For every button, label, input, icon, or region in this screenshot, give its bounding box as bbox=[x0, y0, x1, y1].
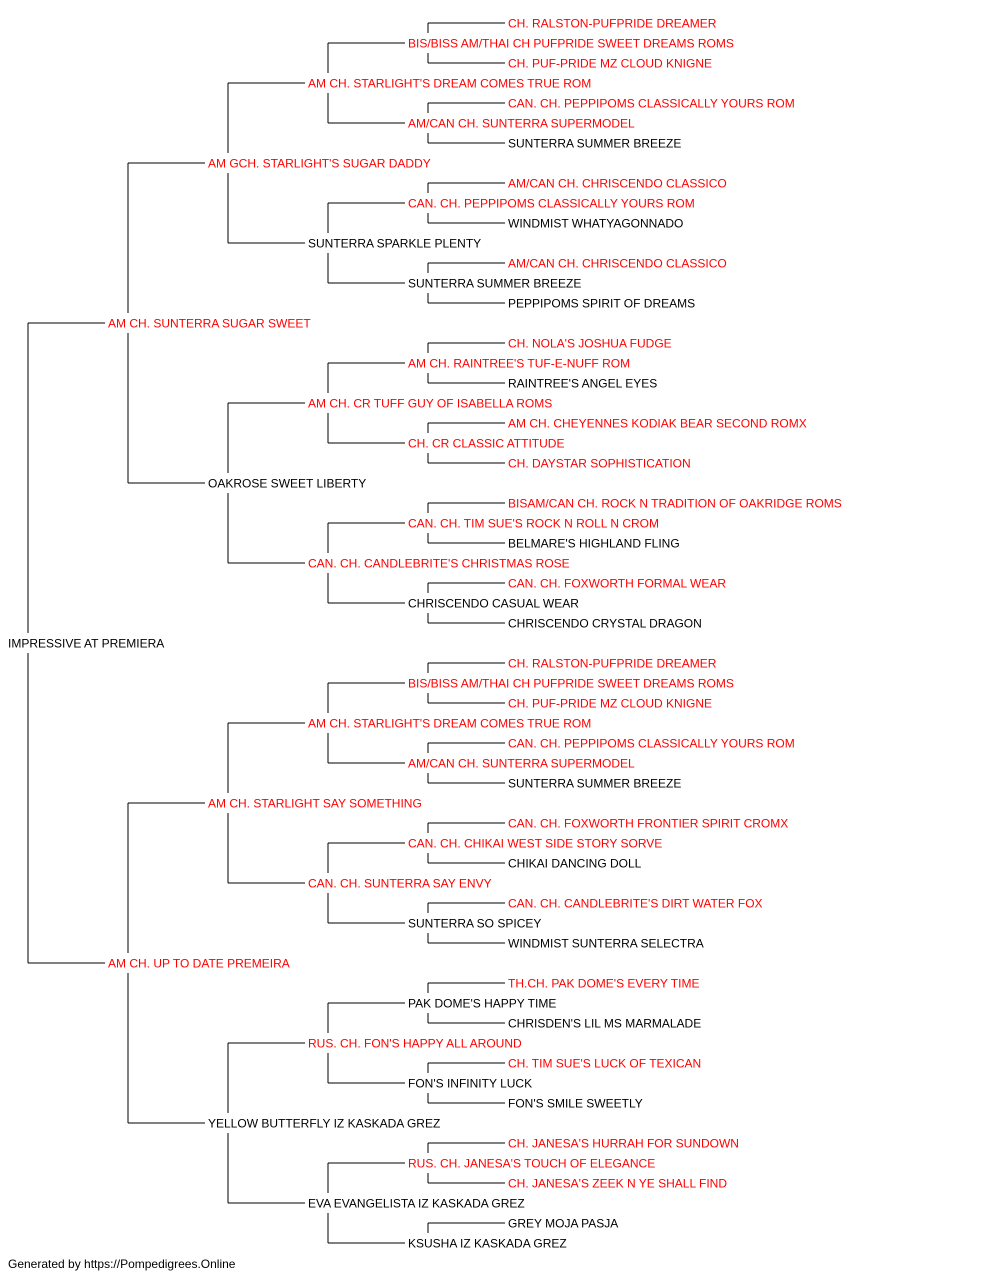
dog-name-pedigree-dam-sire-sire-dam: AM/CAN CH. SUNTERRA SUPERMODEL bbox=[408, 757, 635, 771]
dog-name-pedigree-sire-sire-sire-dam-sire: CAN. CH. PEPPIPOMS CLASSICALLY YOURS ROM bbox=[508, 97, 795, 111]
dog-name-pedigree-dam-dam: YELLOW BUTTERFLY IZ KASKADA GREZ bbox=[208, 1117, 440, 1131]
dog-name-pedigree-sire-sire-dam-sire-dam: WINDMIST WHATYAGONNADO bbox=[508, 217, 683, 231]
dog-name-pedigree-sire-dam-dam-sire-sire: BISAM/CAN CH. ROCK N TRADITION OF OAKRID… bbox=[508, 497, 842, 511]
pedigree-tree: IMPRESSIVE AT PREMIERA AM CH. SUNTERRA SU… bbox=[8, 17, 842, 1251]
dog-name-pedigree-dam-sire-sire: AM CH. STARLIGHT'S DREAM COMES TRUE ROM bbox=[308, 717, 591, 731]
dog-name-pedigree-dam-sire-dam-dam-dam: WINDMIST SUNTERRA SELECTRA bbox=[508, 937, 704, 951]
dog-name-pedigree-dam-dam-dam-sire-sire: CH. JANESA'S HURRAH FOR SUNDOWN bbox=[508, 1137, 739, 1151]
dog-name-pedigree-sire: AM CH. SUNTERRA SUGAR SWEET bbox=[108, 317, 311, 331]
dog-name-pedigree-sire-sire: AM GCH. STARLIGHT'S SUGAR DADDY bbox=[208, 157, 431, 171]
dog-name-pedigree-dam-sire-dam-dam-sire: CAN. CH. CANDLEBRITE'S DIRT WATER FOX bbox=[508, 897, 763, 911]
dog-name-pedigree-sire-dam-dam-dam-dam: CHRISCENDO CRYSTAL DRAGON bbox=[508, 617, 702, 631]
dog-name-pedigree-sire-dam-sire-dam-sire: AM CH. CHEYENNES KODIAK BEAR SECOND ROMX bbox=[508, 417, 807, 431]
dog-name-pedigree-dam: AM CH. UP TO DATE PREMEIRA bbox=[108, 957, 290, 971]
dog-name-pedigree-sire-sire-sire-sire-dam: CH. PUF-PRIDE MZ CLOUD KNIGNE bbox=[508, 57, 712, 71]
dog-name-pedigree-sire-dam-dam-dam-sire: CAN. CH. FOXWORTH FORMAL WEAR bbox=[508, 577, 726, 591]
dog-name-pedigree-dam-sire: AM CH. STARLIGHT SAY SOMETHING bbox=[208, 797, 422, 811]
dog-name-pedigree-dam-dam-sire-sire: PAK DOME'S HAPPY TIME bbox=[408, 997, 556, 1011]
dog-name-pedigree-dam-sire-dam-sire-dam: CHIKAI DANCING DOLL bbox=[508, 857, 642, 871]
dog-name-pedigree-dam-sire-dam: CAN. CH. SUNTERRA SAY ENVY bbox=[308, 877, 492, 891]
dog-name-pedigree-dam-sire-dam-dam: SUNTERRA SO SPICEY bbox=[408, 917, 541, 931]
dog-name-pedigree-sire-sire-sire-dam: AM/CAN CH. SUNTERRA SUPERMODEL bbox=[408, 117, 635, 131]
dog-name-pedigree-sire-dam-sire-sire: AM CH. RAINTREE'S TUF-E-NUFF ROM bbox=[408, 357, 630, 371]
dog-name-pedigree-sire-sire-sire-sire: BIS/BISS AM/THAI CH PUFPRIDE SWEET DREAM… bbox=[408, 37, 734, 51]
dog-name-pedigree-dam-dam-dam-dam-sire: GREY MOJA PASJA bbox=[508, 1217, 618, 1231]
dog-name-pedigree-dam-sire-sire-dam-sire: CAN. CH. PEPPIPOMS CLASSICALLY YOURS ROM bbox=[508, 737, 795, 751]
dog-name-pedigree-sire-sire-dam-dam-sire: AM/CAN CH. CHRISCENDO CLASSICO bbox=[508, 257, 727, 271]
dog-name-pedigree-sire-sire-dam: SUNTERRA SPARKLE PLENTY bbox=[308, 237, 481, 251]
dog-name-pedigree-sire-dam-dam-sire: CAN. CH. TIM SUE'S ROCK N ROLL N CROM bbox=[408, 517, 659, 531]
dog-name-pedigree-sire-sire-sire-sire-sire: CH. RALSTON-PUFPRIDE DREAMER bbox=[508, 17, 717, 31]
dog-name-pedigree-dam-dam-dam: EVA EVANGELISTA IZ KASKADA GREZ bbox=[308, 1197, 525, 1211]
dog-name-pedigree-dam-dam-sire-dam: FON'S INFINITY LUCK bbox=[408, 1077, 532, 1091]
dog-name-pedigree-dam-sire-sire-sire-sire: CH. RALSTON-PUFPRIDE DREAMER bbox=[508, 657, 717, 671]
dog-name-pedigree-dam-sire-sire-sire: BIS/BISS AM/THAI CH PUFPRIDE SWEET DREAM… bbox=[408, 677, 734, 691]
dog-name-pedigree-dam-dam-dam-dam: KSUSHA IZ KASKADA GREZ bbox=[408, 1237, 567, 1251]
dog-name-pedigree-dam-dam-dam-sire-dam: CH. JANESA'S ZEEK N YE SHALL FIND bbox=[508, 1177, 727, 1191]
dog-name-pedigree-dam-sire-sire-dam-dam: SUNTERRA SUMMER BREEZE bbox=[508, 777, 681, 791]
dog-name-pedigree-sire-dam-dam-sire-dam: BELMARE'S HIGHLAND FLING bbox=[508, 537, 680, 551]
dog-name-pedigree-sire-dam-sire: AM CH. CR TUFF GUY OF ISABELLA ROMS bbox=[308, 397, 552, 411]
dog-name-pedigree-dam-sire-sire-sire-dam: CH. PUF-PRIDE MZ CLOUD KNIGNE bbox=[508, 697, 712, 711]
dog-name-subject: IMPRESSIVE AT PREMIERA bbox=[8, 637, 164, 651]
dog-name-pedigree-sire-sire-dam-dam: SUNTERRA SUMMER BREEZE bbox=[408, 277, 581, 291]
dog-name-pedigree-sire-sire-sire-dam-dam: SUNTERRA SUMMER BREEZE bbox=[508, 137, 681, 151]
dog-name-pedigree-dam-dam-sire-dam-sire: CH. TIM SUE'S LUCK OF TEXICAN bbox=[508, 1057, 701, 1071]
dog-name-pedigree-dam-sire-dam-sire: CAN. CH. CHIKAI WEST SIDE STORY SORVE bbox=[408, 837, 662, 851]
dog-name-pedigree-dam-dam-sire-sire-sire: TH.CH. PAK DOME'S EVERY TIME bbox=[508, 977, 699, 991]
dog-name-pedigree-sire-dam-dam-dam: CHRISCENDO CASUAL WEAR bbox=[408, 597, 579, 611]
dog-name-pedigree-sire-sire-sire: AM CH. STARLIGHT'S DREAM COMES TRUE ROM bbox=[308, 77, 591, 91]
dog-name-pedigree-dam-dam-sire-sire-dam: CHRISDEN'S LIL MS MARMALADE bbox=[508, 1017, 701, 1031]
dog-name-pedigree-sire-sire-dam-dam-dam: PEPPIPOMS SPIRIT OF DREAMS bbox=[508, 297, 695, 311]
dog-name-pedigree-sire-sire-dam-sire-sire: AM/CAN CH. CHRISCENDO CLASSICO bbox=[508, 177, 727, 191]
dog-name-pedigree-sire-dam: OAKROSE SWEET LIBERTY bbox=[208, 477, 366, 491]
footer-credit: Generated by https://Pompedigrees.Online bbox=[8, 1257, 236, 1271]
dog-name-pedigree-dam-dam-sire: RUS. CH. FON'S HAPPY ALL AROUND bbox=[308, 1037, 522, 1051]
dog-name-pedigree-sire-dam-sire-dam: CH. CR CLASSIC ATTITUDE bbox=[408, 437, 564, 451]
dog-name-pedigree-sire-dam-sire-dam-dam: CH. DAYSTAR SOPHISTICATION bbox=[508, 457, 691, 471]
dog-name-pedigree-sire-dam-sire-sire-dam: RAINTREE'S ANGEL EYES bbox=[508, 377, 657, 391]
dog-name-pedigree-dam-dam-dam-sire: RUS. CH. JANESA'S TOUCH OF ELEGANCE bbox=[408, 1157, 655, 1171]
dog-name-pedigree-sire-dam-dam: CAN. CH. CANDLEBRITE'S CHRISTMAS ROSE bbox=[308, 557, 570, 571]
dog-name-pedigree-sire-dam-sire-sire-sire: CH. NOLA'S JOSHUA FUDGE bbox=[508, 337, 672, 351]
dog-name-pedigree-dam-dam-sire-dam-dam: FON'S SMILE SWEETLY bbox=[508, 1097, 643, 1111]
dog-name-pedigree-dam-sire-dam-sire-sire: CAN. CH. FOXWORTH FRONTIER SPIRIT CROMX bbox=[508, 817, 788, 831]
dog-name-pedigree-sire-sire-dam-sire: CAN. CH. PEPPIPOMS CLASSICALLY YOURS ROM bbox=[408, 197, 695, 211]
